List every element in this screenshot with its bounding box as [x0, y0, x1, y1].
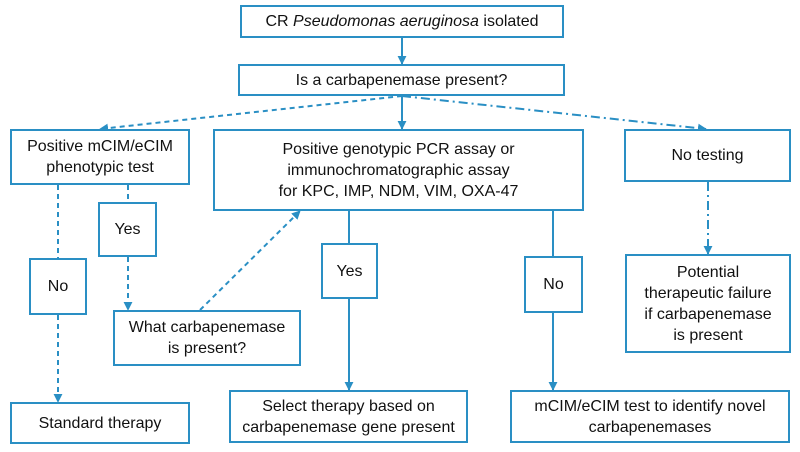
node-therapeutic-failure: Potential therapeutic failure if carbape…	[625, 254, 791, 353]
node-novel-carbapenemase-test: mCIM/eCIM test to identify novel carbape…	[510, 390, 790, 443]
node-yes-left: Yes	[98, 202, 157, 257]
node-no-left: No	[29, 258, 87, 315]
node-no-testing-label: No testing	[671, 147, 744, 164]
node-genotypic-assay: Positive genotypic PCR assay or immunoch…	[213, 129, 584, 211]
node-genotypic-assay-line: Positive genotypic PCR assay or	[282, 140, 515, 158]
node-yes-mid-label: Yes	[336, 262, 363, 280]
connector-question-to-mcim	[99, 95, 403, 133]
node-yes-mid: Yes	[321, 243, 378, 299]
node-standard-therapy: Standard therapy	[10, 402, 190, 444]
connector-question-to-no-testing	[401, 95, 707, 133]
node-select-therapy-line: carbapenemase gene present	[242, 418, 455, 436]
node-which-carbapenemase-line: is present?	[167, 340, 247, 357]
node-no-testing: No testing	[624, 129, 791, 182]
node-mcim-ecim-test-line: phenotypic test	[46, 159, 154, 176]
node-genotypic-assay-line: immunochromatographic assay	[287, 161, 510, 179]
node-which-carbapenemase-line: What carbapenemase	[128, 319, 286, 336]
node-isolate: CR Pseudomonas aeruginosa isolated	[240, 5, 564, 38]
node-carbapenemase-question: Is a carbapenemase present?	[238, 64, 565, 96]
node-carbapenemase-question-label: Is a carbapenemase present?	[295, 71, 508, 89]
node-no-left-label: No	[47, 278, 69, 295]
node-therapeutic-failure-line: if carbapenemase	[644, 305, 772, 323]
node-novel-carbapenemase-test-line: carbapenemases	[588, 418, 712, 436]
node-select-therapy-line: Select therapy based on	[262, 397, 435, 415]
node-select-therapy: Select therapy based on carbapenemase ge…	[229, 390, 468, 443]
node-no-mid-label: No	[543, 276, 564, 293]
node-mcim-ecim-test: Positive mCIM/eCIM phenotypic test	[10, 129, 190, 185]
node-therapeutic-failure-line: therapeutic failure	[644, 284, 772, 302]
node-isolate-label: CR Pseudomonas aeruginosa isolated	[265, 13, 539, 30]
node-no-mid: No	[524, 256, 583, 313]
node-yes-left-label: Yes	[114, 221, 141, 238]
node-novel-carbapenemase-test-line: mCIM/eCIM test to identify novel	[534, 397, 766, 415]
node-which-carbapenemase: What carbapenemase is present?	[113, 310, 301, 366]
node-genotypic-assay-line: for KPC, IMP, NDM, VIM, OXA-47	[278, 182, 519, 200]
connector-which-to-genotypic	[199, 210, 301, 311]
node-therapeutic-failure-line: Potential	[676, 263, 740, 281]
node-mcim-ecim-test-line: Positive mCIM/eCIM	[27, 138, 173, 155]
node-therapeutic-failure-line: is present	[673, 326, 743, 344]
node-standard-therapy-label: Standard therapy	[38, 414, 162, 432]
